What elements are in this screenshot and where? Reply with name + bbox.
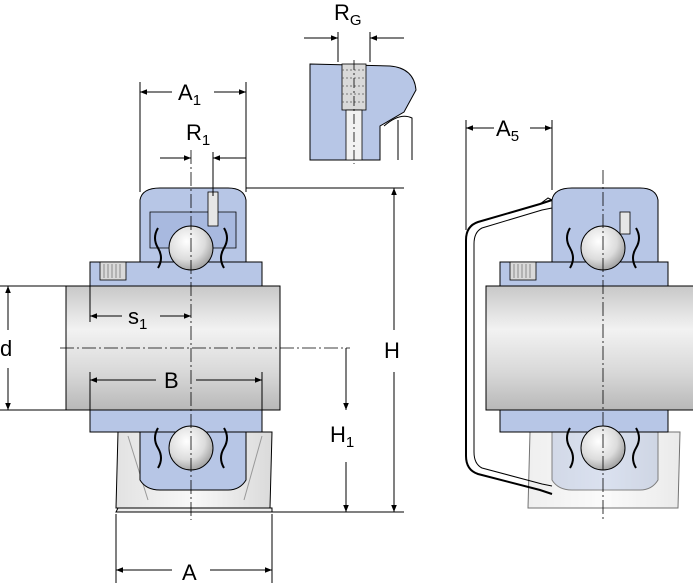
end-cover-inner (473, 207, 553, 487)
left-inner-ring (89, 261, 263, 287)
label-a1: A1 (178, 80, 201, 109)
right-housing (499, 187, 681, 509)
label-s1: s1 (128, 304, 147, 333)
end-cover (465, 199, 553, 495)
label-h1: H1 (330, 422, 354, 451)
rg-detail (309, 60, 417, 164)
label-r1: R1 (186, 120, 210, 149)
label-d: d (0, 336, 12, 361)
dimension-lines (0, 32, 553, 583)
label-b: B (164, 368, 179, 393)
label-h: H (384, 338, 400, 363)
label-a: A (182, 560, 197, 583)
label-a5: A5 (496, 116, 519, 145)
label-rg: RG (334, 0, 362, 29)
right-shaft (485, 285, 693, 411)
